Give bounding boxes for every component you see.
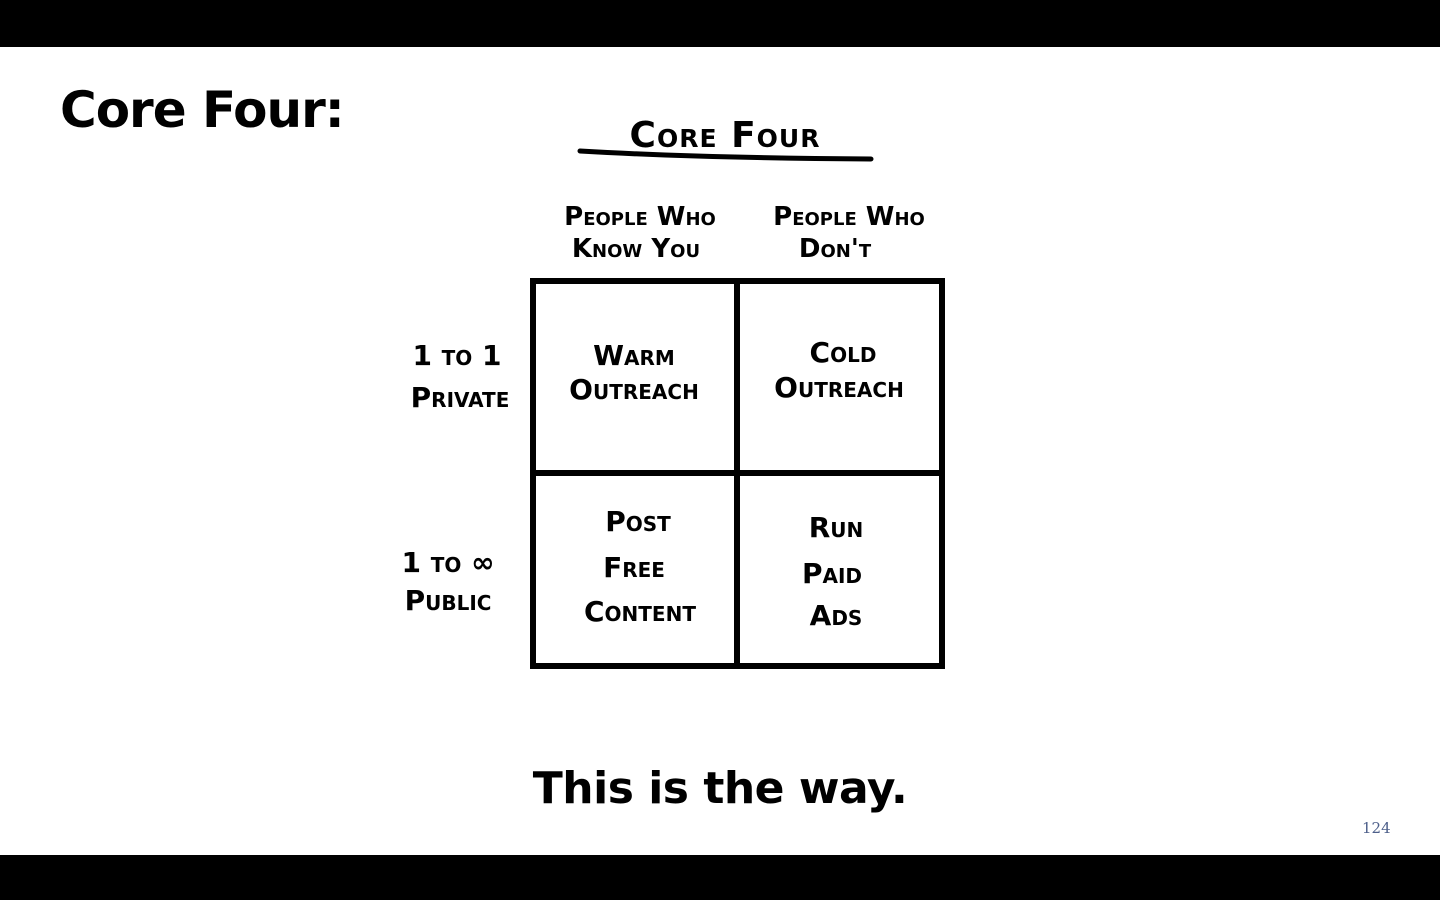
cell-run-paid-ads-line2: Paid [802, 557, 862, 590]
cell-post-free-content-line1: Post [605, 505, 671, 538]
page-number: 124 [1362, 819, 1391, 837]
row-label-public-line1: 1 to ∞ [402, 546, 495, 579]
heading-underline [577, 148, 874, 162]
row-label-public-line2: Public [405, 584, 492, 617]
cell-run-paid-ads-line3: Ads [810, 599, 863, 632]
cell-warm-outreach-line1: Warm [593, 339, 675, 372]
column-header-dont-line1: People Who [773, 202, 925, 232]
column-header-know-you-line1: People Who [564, 202, 716, 232]
cell-run-paid-ads-line1: Run [809, 511, 864, 544]
cell-cold-outreach-line1: Cold [810, 336, 877, 369]
cell-cold-outreach-line2: Outreach [774, 371, 904, 404]
cell-post-free-content-line3: Content [584, 595, 696, 628]
slide-title: Core Four: [60, 81, 345, 139]
core-four-diagram: Core Four People Who Know You People Who… [402, 115, 945, 669]
column-header-dont-line2: Don't [799, 234, 872, 264]
cell-warm-outreach-line2: Outreach [569, 373, 699, 406]
cell-post-free-content-line2: Free [603, 551, 665, 584]
presentation-slide: Core Four: Core Four People Who Know You… [0, 47, 1440, 855]
matrix-grid [530, 278, 945, 669]
row-label-private-line2: Private [411, 381, 510, 414]
row-label-private-line1: 1 to 1 [412, 339, 501, 372]
column-header-know-you-line2: Know You [572, 234, 700, 264]
diagram-heading: Core Four [630, 115, 821, 156]
slide-caption: This is the way. [532, 763, 908, 814]
